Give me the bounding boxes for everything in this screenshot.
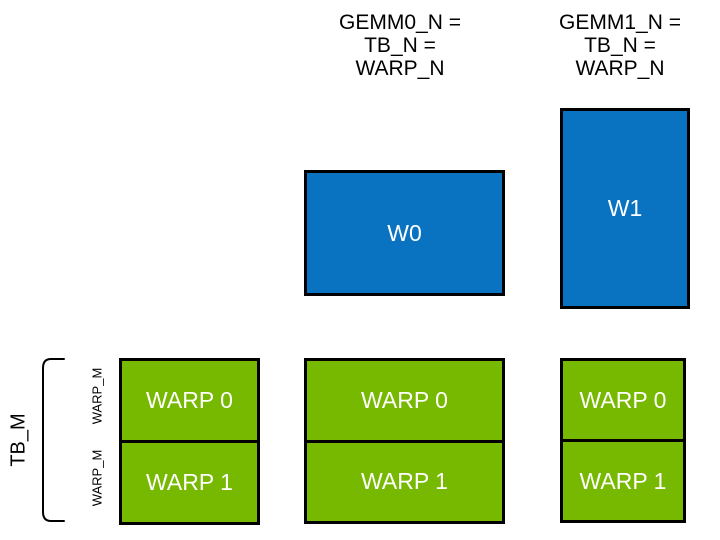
- warp-m-bottom-label: WARP_M: [89, 449, 105, 507]
- gemm0-dimension-line2: TB_N =: [364, 34, 436, 57]
- warp-row-divider: [563, 439, 683, 442]
- warp-row-divider: [307, 439, 502, 443]
- gemm1-dimension-line3: WARP_N: [575, 57, 665, 80]
- warp-cell: WARP 0: [307, 361, 502, 440]
- w0-accumulator-box: W0: [304, 170, 505, 296]
- warp-cell: WARP 0: [122, 361, 257, 440]
- gemm0-dimension-label: GEMM0_N = TB_N = WARP_N: [310, 11, 490, 80]
- w1-accumulator-label: W1: [607, 195, 643, 221]
- warp-cell-label: WARP 1: [579, 467, 667, 494]
- warp-cell: WARP 1: [122, 443, 257, 522]
- warp-column-left: WARP 0 WARP 1: [119, 358, 260, 525]
- gemm0-dimension-line3: WARP_N: [355, 57, 445, 80]
- warp-cell-label: WARP 1: [361, 468, 448, 495]
- warp-cell-label: WARP 0: [361, 386, 448, 413]
- warp-cell: WARP 1: [563, 442, 683, 520]
- warp-cell-label: WARP 0: [146, 387, 233, 413]
- gemm0-dimension-line1: GEMM0_N =: [339, 11, 461, 34]
- warp-cell-label: WARP 0: [579, 386, 667, 413]
- w1-accumulator-box: W1: [560, 108, 690, 309]
- warp-row-divider: [122, 440, 257, 443]
- warp-m-top-label: WARP_M: [89, 367, 105, 425]
- warp-cell: WARP 0: [563, 361, 683, 439]
- tb-m-label: TB_M: [7, 413, 30, 467]
- tb-m-bracket: [42, 358, 65, 522]
- gemm1-dimension-label: GEMM1_N = TB_N = WARP_N: [530, 11, 710, 80]
- w0-accumulator-label: W0: [387, 219, 422, 246]
- gemm1-dimension-line2: TB_N =: [584, 34, 656, 57]
- warp-cell-label: WARP 1: [146, 469, 233, 495]
- gemm1-dimension-line1: GEMM1_N =: [559, 11, 681, 34]
- warp-column-middle: WARP 0 WARP 1: [304, 358, 505, 524]
- warp-column-right: WARP 0 WARP 1: [560, 358, 686, 523]
- warp-cell: WARP 1: [307, 442, 502, 521]
